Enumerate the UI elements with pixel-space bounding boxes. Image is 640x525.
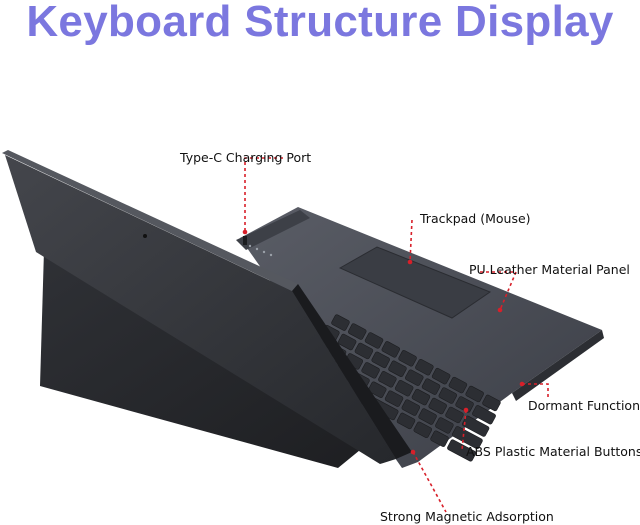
callout-lines	[244, 157, 549, 513]
trackpad	[338, 246, 492, 319]
kickstand	[40, 250, 360, 468]
callout-trackpad: Trackpad (Mouse)	[420, 211, 531, 226]
tablet	[2, 150, 412, 468]
line-trackpad	[409, 219, 413, 263]
camera-dot	[143, 234, 147, 238]
callout-strong-magnetic-adsorption: Strong Magnetic Adsorption	[380, 509, 554, 524]
function-led-dots	[248, 244, 273, 257]
callout-pu-leather-panel: PU Leather Material Panel	[469, 262, 630, 277]
callout-abs-plastic-buttons: ABS Plastic Material Buttons	[466, 444, 640, 459]
line-type-c	[244, 157, 283, 232]
page-title: Keyboard Structure Display	[26, 0, 614, 46]
callout-dormant-function: Dormant Function	[528, 398, 640, 413]
line-abs	[461, 409, 467, 451]
callout-dots	[242, 229, 525, 455]
hinge	[236, 210, 310, 250]
line-pu-leather	[480, 271, 518, 311]
callout-type-c-charging-port: Type-C Charging Port	[180, 150, 312, 165]
line-dormant	[522, 383, 549, 400]
